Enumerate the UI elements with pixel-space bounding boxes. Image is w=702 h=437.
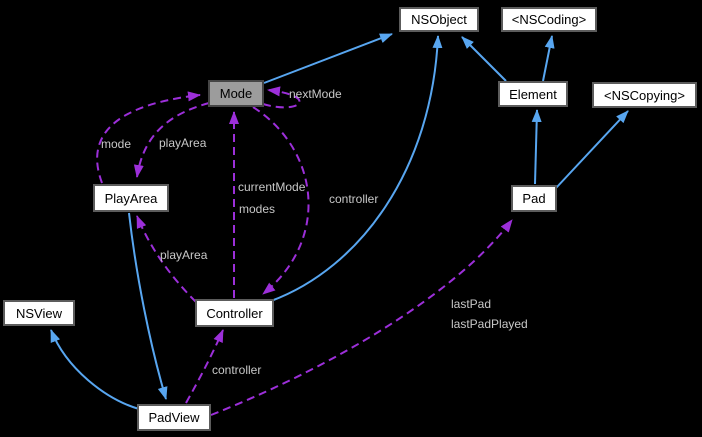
- class-node-mode[interactable]: Mode: [208, 80, 264, 107]
- class-node-nsobject[interactable]: NSObject: [399, 7, 479, 32]
- edge-inheritance-element-nscoding: [542, 35, 555, 82]
- edge-usage-mode-playarea: [133, 102, 210, 178]
- class-node-nsview[interactable]: NSView: [3, 300, 75, 326]
- edge-label-playarea-lower: playArea: [160, 248, 208, 262]
- class-node-nscopying[interactable]: <NSCopying>: [592, 82, 697, 108]
- edge-usage-controller-playarea: [136, 215, 197, 303]
- edge-usage-playarea-mode: [96, 91, 201, 184]
- class-node-label: NSView: [15, 305, 62, 321]
- edge-inheritance-pad-nscopying: [555, 110, 629, 189]
- class-node-label: PlayArea: [104, 190, 158, 206]
- edge-inheritance-controller-nsobject: [270, 35, 443, 302]
- class-node-pad[interactable]: Pad: [511, 185, 557, 212]
- class-node-label: Pad: [522, 191, 546, 206]
- class-node-label: Controller: [206, 305, 263, 321]
- edge-label-currentmode: currentMode: [238, 180, 306, 194]
- edge-usage-mode-self-nextmode: [262, 86, 301, 109]
- class-node-nscoding[interactable]: <NSCoding>: [501, 7, 597, 32]
- edge-label-lastpadplayed: lastPadPlayed: [451, 317, 528, 331]
- edge-inheritance-element-nsobject: [461, 36, 507, 82]
- edge-inheritance-padview-nsview: [50, 329, 140, 410]
- edge-inheritance-pad-element: [531, 109, 542, 185]
- edge-label-lastpad: lastPad: [451, 297, 492, 311]
- edge-inheritance-mode-nsobject: [263, 33, 393, 84]
- class-node-element[interactable]: Element: [498, 81, 568, 107]
- class-node-label: <NSCoding>: [511, 12, 587, 27]
- class-node-controller[interactable]: Controller: [195, 299, 274, 327]
- class-node-label: PadView: [148, 410, 200, 425]
- class-node-playarea[interactable]: PlayArea: [93, 184, 169, 212]
- edge-label-modes: modes: [239, 202, 276, 216]
- edge-label-controller-right: controller: [329, 192, 379, 206]
- class-node-label: <NSCopying>: [604, 87, 685, 103]
- edge-label-controller-bottom: controller: [212, 363, 262, 377]
- class-node-label: Element: [509, 86, 557, 102]
- edge-label-mode: mode: [101, 137, 132, 151]
- edge-usage-padview-controller: [185, 329, 224, 404]
- edge-usage-mode-controller: [252, 106, 310, 295]
- edge-label-nextmode: nextMode: [289, 87, 342, 101]
- class-node-padview[interactable]: PadView: [137, 404, 211, 431]
- edge-inheritance-playarea-padview: [128, 212, 168, 400]
- edge-label-playarea-upper: playArea: [159, 136, 207, 150]
- class-node-label: Mode: [219, 86, 253, 101]
- class-node-label: NSObject: [411, 12, 467, 27]
